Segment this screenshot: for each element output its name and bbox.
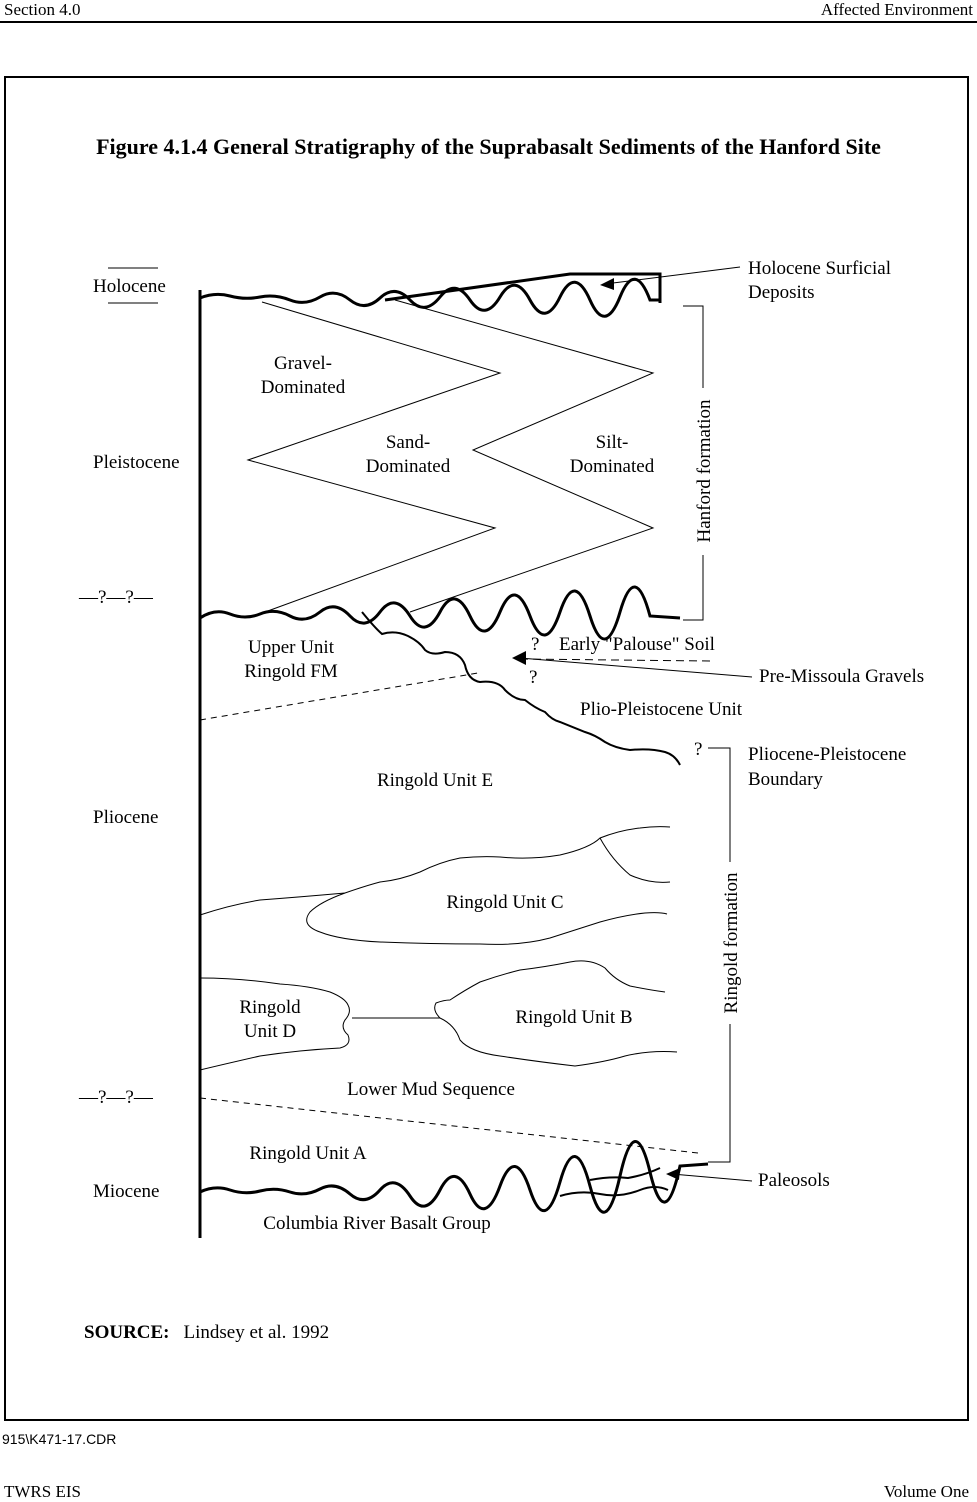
- sand-label-1: Sand-: [386, 432, 430, 453]
- plio-boundary-label-1: Pliocene-Pleistocene: [748, 744, 906, 765]
- upper-unconformity: [199, 277, 660, 318]
- plio-pleistocene-boundary: [361, 611, 681, 766]
- paleosol-middle: [589, 1167, 661, 1181]
- gravel-label-2: Dominated: [261, 377, 346, 398]
- ringold-e-label: Ringold Unit E: [377, 770, 493, 791]
- unit-c-lower-contact: [306, 892, 668, 945]
- upper-unit-label-2: Ringold FM: [244, 661, 338, 682]
- source-label: SOURCE:: [84, 1322, 170, 1343]
- gravel-sand-contact: [246, 301, 502, 613]
- uncertain-boundary-lower: —?—?—: [78, 1087, 154, 1108]
- ringold-d-label-2: Unit D: [244, 1021, 296, 1042]
- footer-document: TWRS EIS: [4, 1482, 81, 1501]
- early-palouse-label: Early "Palouse" Soil: [559, 634, 715, 655]
- epoch-pliocene: Pliocene: [93, 807, 158, 828]
- upper-unit-label-1: Upper Unit: [248, 637, 335, 658]
- lower-mud-label: Lower Mud Sequence: [347, 1079, 515, 1100]
- ringold-bracket: [708, 747, 731, 1163]
- plio-pleistocene-unit-label: Plio-Pleistocene Unit: [580, 699, 743, 720]
- ringold-c-label: Ringold Unit C: [446, 892, 563, 913]
- surficial-leader: [604, 266, 741, 285]
- hanford-formation-label: Hanford formation: [694, 399, 715, 542]
- sand-label-2: Dominated: [366, 456, 451, 477]
- figure-title: Figure 4.1.4 General Stratigraphy of the…: [96, 134, 881, 159]
- ringold-b-label: Ringold Unit B: [515, 1007, 632, 1028]
- uncertain-boundary-upper: —?—?—: [78, 587, 154, 608]
- paleosol-lower: [559, 1186, 669, 1197]
- unit-c-upper-contact: [199, 826, 671, 916]
- epoch-holocene: Holocene: [93, 276, 166, 297]
- gravel-label-1: Gravel-: [274, 353, 332, 374]
- hanford-bracket: [683, 305, 704, 621]
- unit-b-upper-contact: [434, 960, 666, 1019]
- hanford-base-unconformity: [199, 585, 681, 641]
- header-rule: [0, 21, 977, 23]
- upper-unit-contact: [199, 672, 479, 721]
- epoch-miocene: Miocene: [93, 1181, 159, 1202]
- sand-silt-contact: [394, 299, 655, 613]
- basalt-label: Columbia River Basalt Group: [263, 1213, 490, 1234]
- paleosols-label: Paleosols: [758, 1170, 830, 1191]
- ringold-a-label: Ringold Unit A: [249, 1143, 366, 1164]
- header-section: Section 4.0: [4, 0, 81, 19]
- palouse-question-mark: ?: [531, 634, 539, 655]
- holocene-surficial-label-1: Holocene Surficial: [748, 258, 891, 279]
- figure-frame: [4, 76, 969, 1421]
- unit-b-lower-contact: [439, 1017, 678, 1067]
- pre-missoula-question-mark: ?: [529, 667, 537, 688]
- plio-boundary-label-2: Boundary: [748, 769, 823, 790]
- silt-label-1: Silt-: [596, 432, 629, 453]
- footer-volume: Volume One: [883, 1482, 969, 1501]
- source-citation: Lindsey et al. 1992: [183, 1322, 330, 1343]
- holocene-surficial-label-2: Deposits: [748, 282, 815, 303]
- paleosols-arrowhead: [666, 1168, 680, 1180]
- surficial-arrowhead: [600, 278, 614, 290]
- pre-missoula-leader: [519, 657, 753, 678]
- ringold-d-label-1: Ringold: [239, 997, 301, 1018]
- pre-missoula-label: Pre-Missoula Gravels: [759, 666, 924, 687]
- figure-source: SOURCE: Lindsey et al. 1992: [84, 1322, 329, 1344]
- paleosols-leader: [671, 1173, 753, 1182]
- silt-label-2: Dominated: [570, 456, 655, 477]
- header-chapter: Affected Environment: [820, 0, 973, 19]
- boundary-question-mark: ?: [694, 739, 702, 760]
- epoch-pleistocene: Pleistocene: [93, 452, 180, 473]
- file-reference: 915\K471-17.CDR: [2, 1431, 117, 1447]
- surficial-deposits-wedge: [384, 272, 662, 303]
- ringold-formation-label: Ringold formation: [721, 872, 742, 1013]
- unit-d-outline: [199, 977, 350, 1071]
- pre-missoula-arrowhead: [512, 651, 526, 665]
- palouse-dashed-line: [519, 658, 711, 662]
- unit-c-right-tongue: [599, 837, 671, 883]
